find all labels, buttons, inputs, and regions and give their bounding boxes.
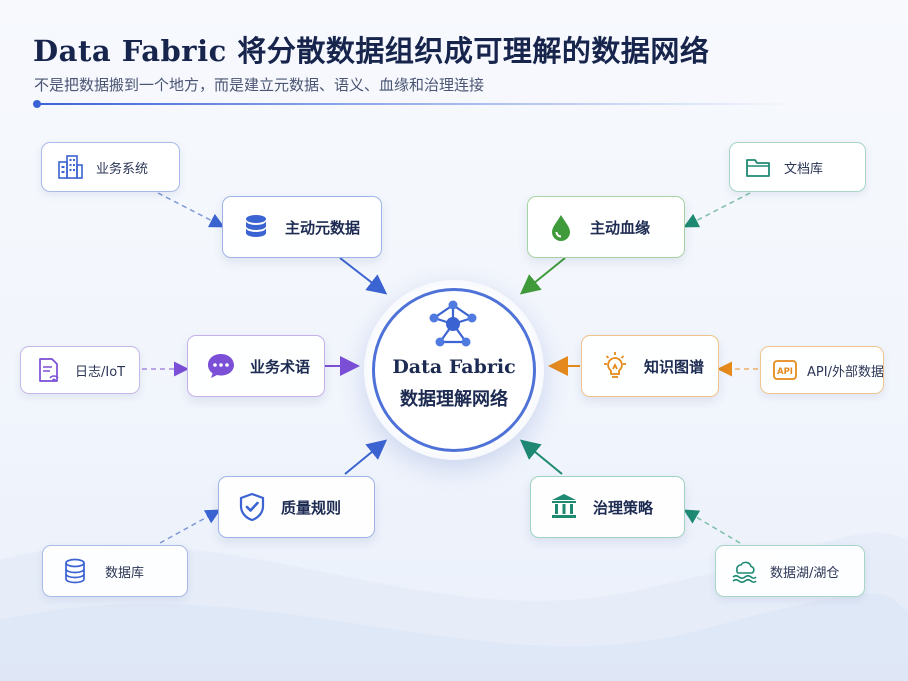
source-api-external[interactable]: API API/外部数据: [760, 346, 884, 394]
api-badge-text: API: [777, 367, 793, 377]
api-icon: API: [773, 360, 797, 380]
capability-active-metadata[interactable]: 主动元数据: [222, 196, 382, 258]
capability-label: 业务术语: [250, 357, 311, 376]
capability-governance-policy[interactable]: 治理策略: [530, 476, 685, 538]
source-document-library[interactable]: 文档库: [729, 142, 866, 192]
page-subtitle: 不是把数据搬到一个地方，而是建立元数据、语义、血缘和治理连接: [34, 76, 485, 94]
source-label: 数据库: [105, 565, 145, 581]
chat-bubble-icon: [208, 354, 234, 378]
link-lake-policy: [683, 509, 741, 544]
source-label: 日志/IoT: [75, 364, 126, 380]
link-bizsys-metadata: [157, 192, 225, 228]
hub-title: Data Fabric: [392, 356, 516, 378]
source-label: 业务系统: [96, 161, 149, 177]
capability-label: 主动血缘: [590, 218, 651, 237]
source-label: 文档库: [784, 161, 824, 177]
capability-label: 知识图谱: [644, 357, 705, 376]
link-docs-lineage: [683, 192, 751, 228]
source-logs-iot[interactable]: 日志/IoT: [20, 346, 140, 394]
institution-icon: [552, 494, 576, 518]
link-quality-hub: [344, 439, 388, 475]
capability-business-glossary[interactable]: 业务术语: [187, 335, 325, 397]
capability-label: 治理策略: [593, 498, 654, 517]
source-label: API/外部数据: [807, 364, 884, 380]
link-metadata-hub: [339, 257, 388, 295]
source-business-systems[interactable]: 业务系统: [41, 142, 180, 192]
link-lineage-hub: [519, 257, 566, 295]
source-data-lake[interactable]: 数据湖/湖仓: [715, 545, 865, 597]
lake-cloud-icon: [732, 561, 757, 584]
page-title: Data Fabric 将分散数据组织成可理解的数据网络: [33, 34, 710, 68]
network-nodes-icon: [429, 300, 477, 347]
source-label: 数据湖/湖仓: [770, 565, 840, 581]
database-stack-icon: [246, 215, 266, 237]
capability-label: 质量规则: [281, 498, 342, 517]
database-icon: [65, 558, 85, 584]
link-policy-hub: [519, 439, 563, 475]
log-file-icon: [39, 358, 59, 382]
capability-knowledge-graph[interactable]: 知识图谱: [581, 335, 719, 397]
hub-subtitle: 数据理解网络: [400, 389, 508, 410]
source-database[interactable]: 数据库: [42, 545, 188, 597]
folder-icon: [746, 159, 770, 177]
shield-check-icon: [239, 492, 265, 522]
capability-active-lineage[interactable]: 主动血缘: [527, 196, 685, 258]
link-db-quality: [159, 509, 221, 544]
capability-quality-rules[interactable]: 质量规则: [218, 476, 375, 538]
buildings-icon: [58, 155, 83, 179]
water-drop-icon: [552, 215, 570, 241]
title-divider: [36, 103, 796, 105]
lightbulb-icon: [604, 352, 626, 378]
capability-label: 主动元数据: [285, 218, 361, 237]
